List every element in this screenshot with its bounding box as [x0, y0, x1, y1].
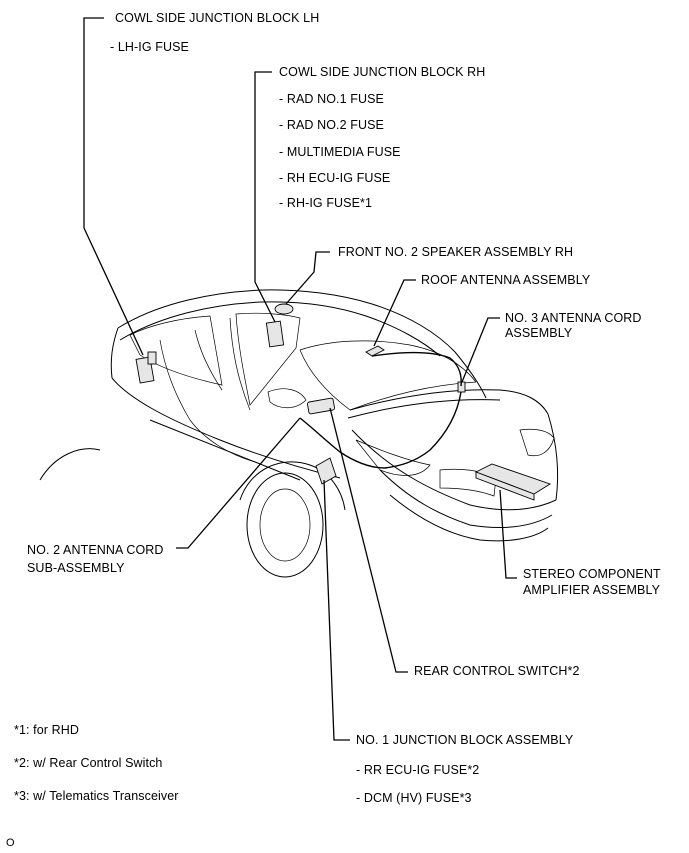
cowl-rh-fuse-1: - RAD NO.1 FUSE — [279, 92, 384, 106]
junction-block-1-part — [315, 457, 337, 485]
roof-antenna-label: ROOF ANTENNA ASSEMBLY — [421, 273, 591, 287]
cowl-lh-title: COWL SIDE JUNCTION BLOCK LH — [115, 11, 320, 25]
junction-block-1-fuse-1: - RR ECU-IG FUSE*2 — [356, 763, 480, 777]
antenna-wiring — [299, 351, 462, 469]
footnote-3: *3: w/ Telematics Transceiver — [14, 789, 179, 803]
amplifier-part — [474, 463, 552, 501]
rear-control-switch-label: REAR CONTROL SWITCH*2 — [414, 664, 580, 678]
junction-block-1-fuse-2: - DCM (HV) FUSE*3 — [356, 791, 472, 805]
cowl-rh-title: COWL SIDE JUNCTION BLOCK RH — [279, 65, 486, 79]
vehicle-body — [39, 289, 559, 578]
amplifier-label-line2: AMPLIFIER ASSEMBLY — [523, 583, 661, 597]
antenna-cord3-label-line2: ASSEMBLY — [505, 326, 573, 340]
cowl-lh-fuse-1: - LH-IG FUSE — [110, 40, 189, 54]
cowl-junction-rh-part — [265, 320, 285, 348]
cowl-rh-fuse-3: - MULTIMEDIA FUSE — [279, 145, 401, 159]
footnote-1: *1: for RHD — [14, 723, 80, 737]
antenna-cord2-label-line2: SUB-ASSEMBLY — [27, 561, 125, 575]
footnote-2: *2: w/ Rear Control Switch — [14, 756, 163, 770]
cowl-junction-lh-part — [135, 351, 157, 384]
roof-antenna-part — [365, 345, 385, 357]
cowl-rh-fuse-5: - RH-IG FUSE*1 — [279, 196, 373, 210]
leader-lines — [83, 17, 517, 741]
cowl-rh-fuse-2: - RAD NO.2 FUSE — [279, 118, 384, 132]
antenna-cord3-label-line1: NO. 3 ANTENNA CORD — [505, 311, 642, 325]
front-speaker-part — [274, 303, 294, 315]
amplifier-label-line1: STEREO COMPONENT — [523, 567, 661, 581]
figure-mark: O — [6, 837, 15, 849]
rear-control-switch-part — [307, 397, 335, 415]
antenna-cord2-label-line1: NO. 2 ANTENNA CORD — [27, 543, 164, 557]
junction-block-1-title: NO. 1 JUNCTION BLOCK ASSEMBLY — [356, 733, 574, 747]
front-speaker-label: FRONT NO. 2 SPEAKER ASSEMBLY RH — [338, 245, 574, 259]
cowl-rh-fuse-4: - RH ECU-IG FUSE — [279, 171, 391, 185]
